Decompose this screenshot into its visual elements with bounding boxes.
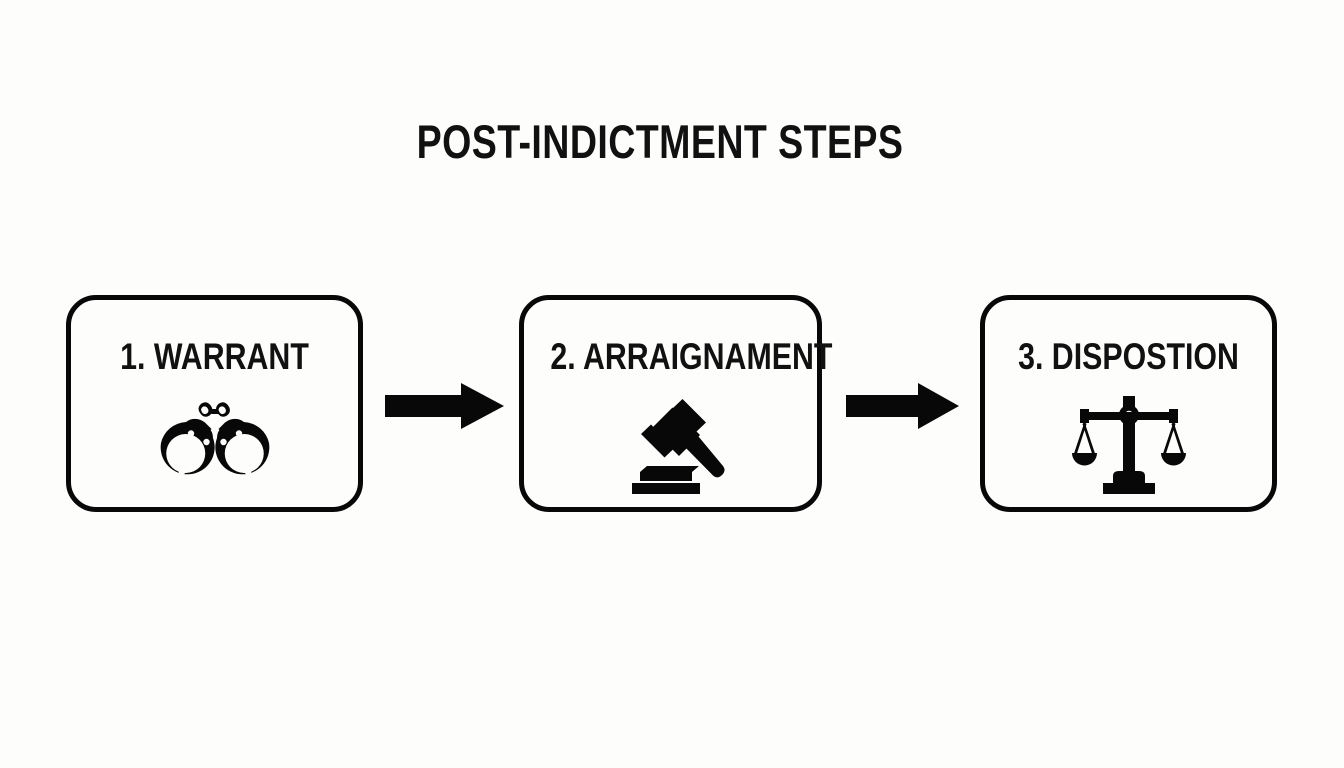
process-flow-diagram: 1. WARRANT [0, 295, 1344, 515]
page-title: POST-INDICTMENT STEPS [416, 115, 904, 168]
step-2-label: 2. ARRAIGNAMENT [550, 336, 833, 377]
step-box-1[interactable]: 1. WARRANT [66, 295, 363, 512]
step-3-label: 3. DISPOSTION [1018, 336, 1239, 377]
arrow-right-icon-1 [385, 383, 504, 429]
arrow-right-icon-2 [846, 383, 959, 429]
step-box-3[interactable]: 3. DISPOSTION [980, 295, 1277, 512]
gavel-icon [524, 392, 817, 496]
step-1-label: 1. WARRANT [120, 336, 309, 377]
step-box-2[interactable]: 2. ARRAIGNAMENT [519, 295, 833, 512]
handcuffs-icon [71, 396, 358, 492]
scales-of-justice-icon [985, 392, 1272, 496]
